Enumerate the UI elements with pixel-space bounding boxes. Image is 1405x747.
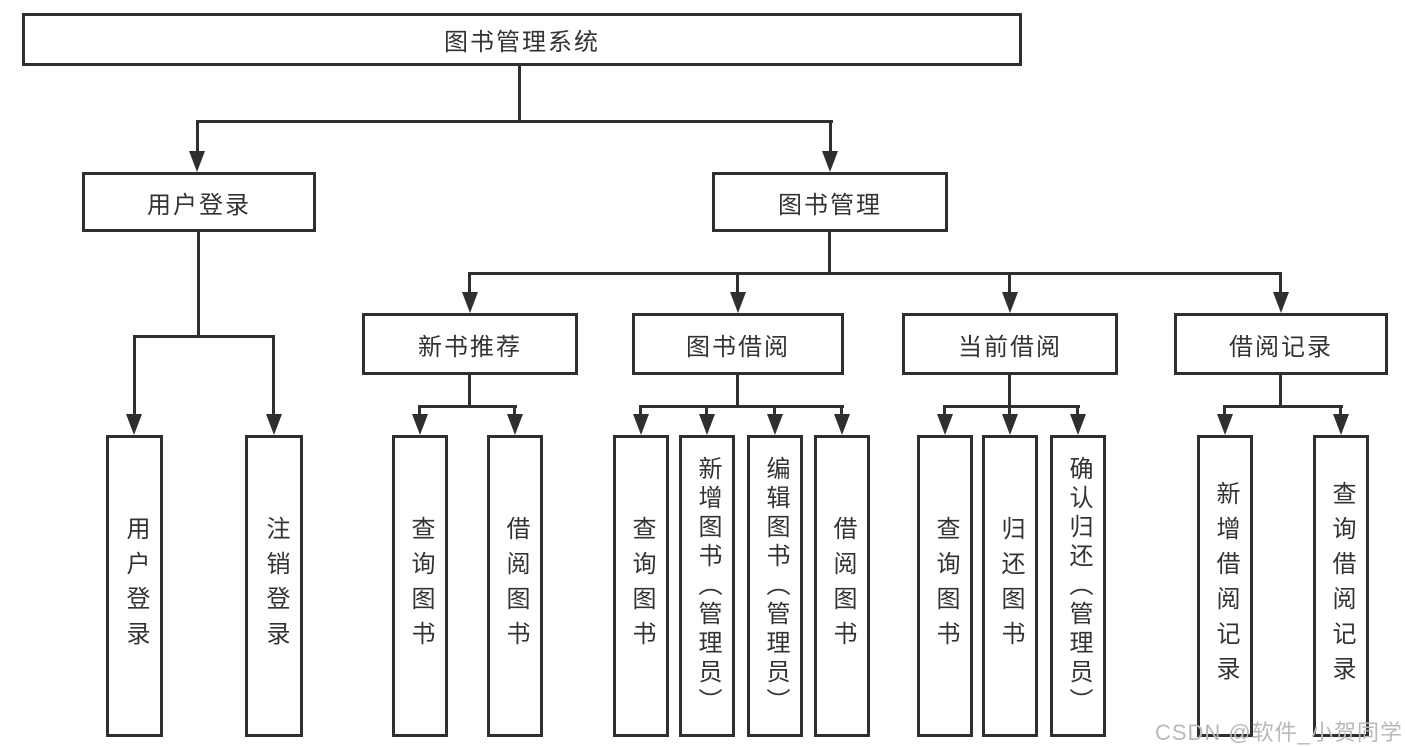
connector-line-v bbox=[468, 375, 471, 405]
leaf-borrow-books-borrowing: 借阅图书 bbox=[814, 435, 870, 737]
connector-line-v bbox=[513, 405, 516, 416]
arrowhead-down-icon bbox=[937, 414, 953, 435]
connector-line-v bbox=[518, 66, 521, 120]
connector-line-v bbox=[773, 405, 776, 416]
connector-line-h bbox=[133, 335, 275, 338]
arrowhead-down-icon bbox=[767, 414, 783, 435]
connector-line-v bbox=[1223, 405, 1226, 416]
node-new-book-recommend: 新书推荐 bbox=[362, 313, 578, 375]
connector-line-v bbox=[1008, 272, 1011, 294]
connector-line-v bbox=[197, 232, 200, 335]
node-book-borrowing: 图书借阅 bbox=[632, 313, 844, 375]
arrowhead-down-icon bbox=[1002, 292, 1018, 313]
connector-line-h bbox=[1223, 405, 1343, 408]
connector-line-v bbox=[736, 375, 739, 405]
connector-line-v bbox=[840, 405, 843, 416]
arrowhead-down-icon bbox=[462, 292, 478, 313]
node-borrowing-records: 借阅记录 bbox=[1174, 313, 1388, 375]
connector-line-h bbox=[468, 272, 1282, 275]
connector-line-v bbox=[272, 335, 275, 415]
leaf-user-login: 用户登录 bbox=[106, 435, 163, 737]
arrowhead-down-icon bbox=[1070, 414, 1086, 435]
leaf-add-books-admin: 新增图书（管理员） bbox=[679, 435, 735, 737]
arrowhead-down-icon bbox=[822, 151, 838, 172]
arrowhead-down-icon bbox=[730, 292, 746, 313]
arrowhead-down-icon bbox=[266, 414, 282, 435]
arrowhead-down-icon bbox=[633, 414, 649, 435]
connector-line-v bbox=[828, 232, 831, 272]
connector-line-v bbox=[1076, 405, 1079, 416]
leaf-return-books: 归还图书 bbox=[982, 435, 1038, 737]
arrowhead-down-icon bbox=[1217, 414, 1233, 435]
connector-line-v bbox=[943, 405, 946, 416]
leaf-query-borrow-record: 查询借阅记录 bbox=[1313, 435, 1369, 737]
connector-line-v bbox=[1008, 375, 1011, 405]
connector-line-v bbox=[1279, 272, 1282, 294]
node-user-login: 用户登录 bbox=[82, 172, 316, 232]
connector-line-v bbox=[133, 335, 136, 415]
arrowhead-down-icon bbox=[1002, 414, 1018, 435]
connector-line-h bbox=[943, 405, 1080, 408]
leaf-edit-books-admin: 编辑图书（管理员） bbox=[747, 435, 803, 737]
arrowhead-down-icon bbox=[699, 414, 715, 435]
watermark: CSDN @软件_小贺同学 bbox=[1154, 720, 1403, 745]
arrowhead-down-icon bbox=[1273, 292, 1289, 313]
connector-line-v bbox=[468, 272, 471, 294]
connector-line-v bbox=[829, 120, 832, 154]
node-book-management: 图书管理 bbox=[712, 172, 948, 232]
leaf-confirm-return-admin: 确认归还（管理员） bbox=[1050, 435, 1106, 737]
leaf-query-books-current: 查询图书 bbox=[917, 435, 973, 737]
connector-line-v bbox=[639, 405, 642, 416]
arrowhead-down-icon bbox=[1333, 414, 1349, 435]
leaf-query-books-borrowing: 查询图书 bbox=[613, 435, 669, 737]
leaf-borrow-books-recommend: 借阅图书 bbox=[487, 435, 543, 737]
connector-line-v bbox=[736, 272, 739, 294]
connector-line-v bbox=[1279, 375, 1282, 405]
leaf-query-books-recommend: 查询图书 bbox=[392, 435, 448, 737]
connector-line-v bbox=[1339, 405, 1342, 416]
connector-line-v bbox=[705, 405, 708, 416]
arrowhead-down-icon bbox=[834, 414, 850, 435]
leaf-logout: 注销登录 bbox=[245, 435, 303, 737]
arrowhead-down-icon bbox=[189, 151, 205, 172]
arrowhead-down-icon bbox=[507, 414, 523, 435]
connector-line-v bbox=[418, 405, 421, 416]
node-root: 图书管理系统 bbox=[22, 13, 1022, 66]
connector-line-h bbox=[418, 405, 517, 408]
connector-line-h bbox=[196, 120, 833, 123]
arrowhead-down-icon bbox=[412, 414, 428, 435]
node-current-borrowing: 当前借阅 bbox=[902, 313, 1118, 375]
arrowhead-down-icon bbox=[126, 414, 142, 435]
connector-line-v bbox=[1008, 405, 1011, 416]
leaf-add-borrow-record: 新增借阅记录 bbox=[1197, 435, 1253, 737]
connector-line-h bbox=[639, 405, 844, 408]
connector-line-v bbox=[196, 120, 199, 154]
